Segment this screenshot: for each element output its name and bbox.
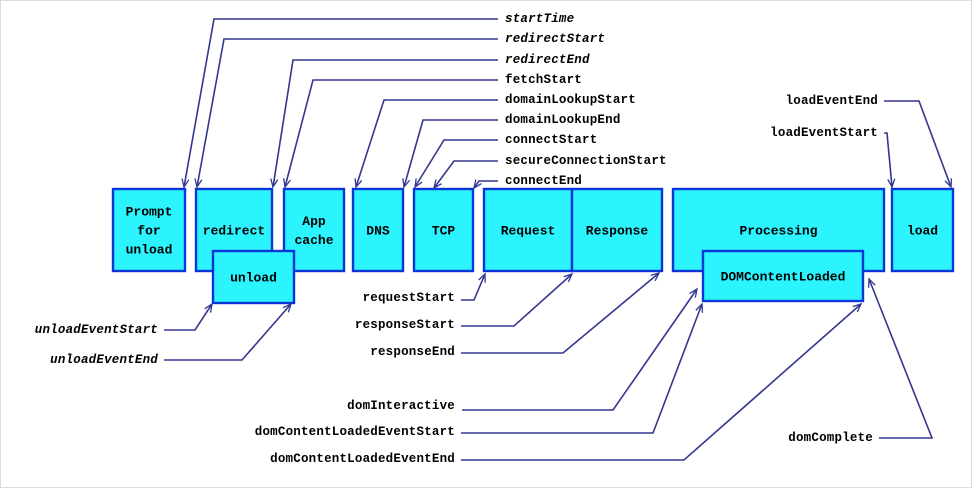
redirectStart-arrow <box>194 38 498 189</box>
phase-box-label-request: Request <box>501 224 556 239</box>
phase-box-tcp <box>412 187 475 273</box>
responseStart-arrow <box>461 272 574 327</box>
connectEnd-label: connectEnd <box>505 174 582 188</box>
phase-box-label-domcontentloaded: DOMContentLoaded <box>721 270 846 285</box>
domInteractive-arrow <box>462 287 698 411</box>
responseStart-label: responseStart <box>355 318 455 332</box>
phase-box-label-response: Response <box>586 224 649 239</box>
phase-box-domcontentloaded <box>701 249 865 303</box>
domComplete-arrow <box>868 277 934 439</box>
phase-box-label-redirect: redirect <box>203 224 265 239</box>
responseEnd-label: responseEnd <box>370 345 455 359</box>
domContentLoadedEventEnd-label: domContentLoadedEventEnd <box>270 452 455 466</box>
domContentLoadedEventEnd-arrow <box>461 302 863 461</box>
connectStart-label: connectStart <box>505 133 597 147</box>
loadEventEnd-arrow <box>884 100 953 189</box>
domainLookupEnd-label: domainLookupEnd <box>505 113 621 127</box>
fetchStart-arrow <box>282 79 498 189</box>
secureConnectionStart-arrow <box>433 160 498 190</box>
phase-box-dns <box>351 187 405 273</box>
startTime-label: startTime <box>505 12 574 26</box>
phase-box-response <box>570 187 664 273</box>
domContentLoadedEventStart-arrow <box>461 302 704 434</box>
domainLookupEnd-arrow <box>402 119 498 189</box>
responseEnd-arrow <box>461 271 661 354</box>
secureConnectionStart-label: secureConnectionStart <box>505 154 667 168</box>
phase-box-prompt-for-unload <box>111 187 187 273</box>
requestStart-label: requestStart <box>363 291 455 305</box>
startTime-arrow <box>181 18 498 189</box>
redirectEnd-arrow <box>270 59 498 189</box>
unloadEventStart-arrow <box>164 302 213 331</box>
loadEventStart-label: loadEventStart <box>770 126 878 140</box>
phase-box-label-processing: Processing <box>739 224 817 239</box>
domContentLoadedEventStart-label: domContentLoadedEventStart <box>255 425 455 439</box>
unloadEventStart-label: unloadEventStart <box>35 323 158 337</box>
domComplete-label: domComplete <box>788 431 873 445</box>
requestStart-arrow <box>461 272 486 301</box>
phase-box-load <box>890 187 955 273</box>
connectEnd-arrow <box>473 179 498 190</box>
domainLookupStart-arrow <box>354 99 498 189</box>
phase-box-unload <box>211 249 296 305</box>
phase-box-label-tcp: TCP <box>432 224 456 239</box>
phase-box-label-unload: unload <box>230 271 277 286</box>
domInteractive-label: domInteractive <box>347 399 455 413</box>
loadEventEnd-label: loadEventEnd <box>786 94 878 108</box>
redirectStart-label: redirectStart <box>505 32 605 46</box>
unloadEventEnd-arrow <box>164 302 293 361</box>
unloadEventEnd-label: unloadEventEnd <box>50 353 158 367</box>
redirectEnd-label: redirectEnd <box>505 53 590 67</box>
phase-box-label-dns: DNS <box>366 224 390 239</box>
loadEventStart-arrow <box>884 132 896 189</box>
phase-box-label-load: load <box>907 224 938 239</box>
connectStart-arrow <box>414 139 498 189</box>
domainLookupStart-label: domainLookupStart <box>505 93 636 107</box>
fetchStart-label: fetchStart <box>505 73 582 87</box>
